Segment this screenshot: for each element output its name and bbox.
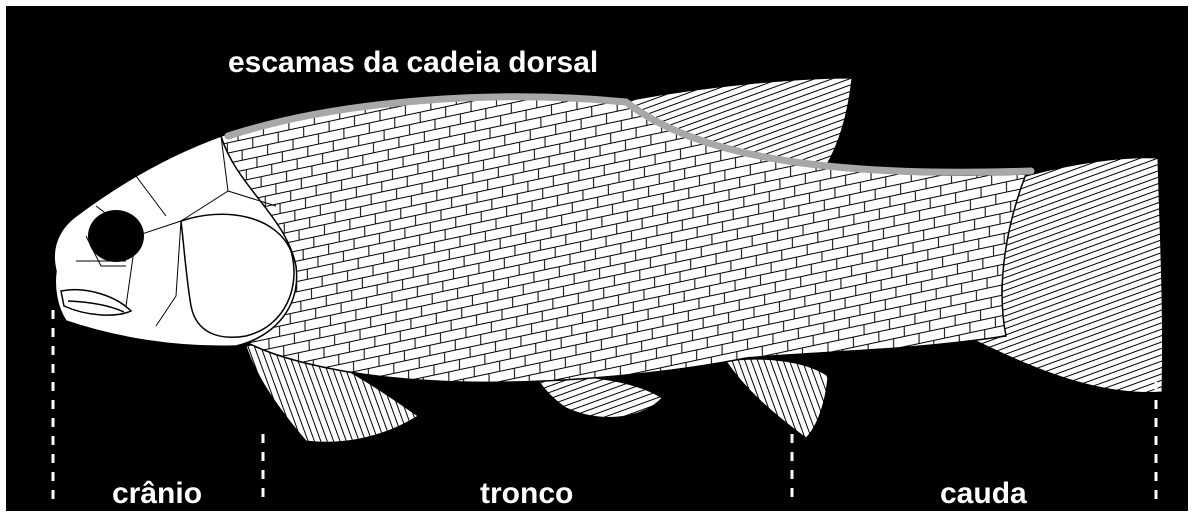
region-label-cauda: cauda <box>940 477 1027 511</box>
anal-fin <box>726 359 828 438</box>
region-label-tronco: tronco <box>480 477 573 511</box>
eye-socket <box>88 210 144 262</box>
diagram-frame: escamas da cadeia dorsal crânio tronco c… <box>6 6 1188 511</box>
region-label-cranio: crânio <box>112 477 202 511</box>
fish-body <box>220 96 1026 383</box>
dorsal-scale-label: escamas da cadeia dorsal <box>228 46 598 80</box>
pelvic-fin <box>536 376 662 418</box>
operculum <box>181 214 294 337</box>
fish-illustration <box>6 6 1188 511</box>
